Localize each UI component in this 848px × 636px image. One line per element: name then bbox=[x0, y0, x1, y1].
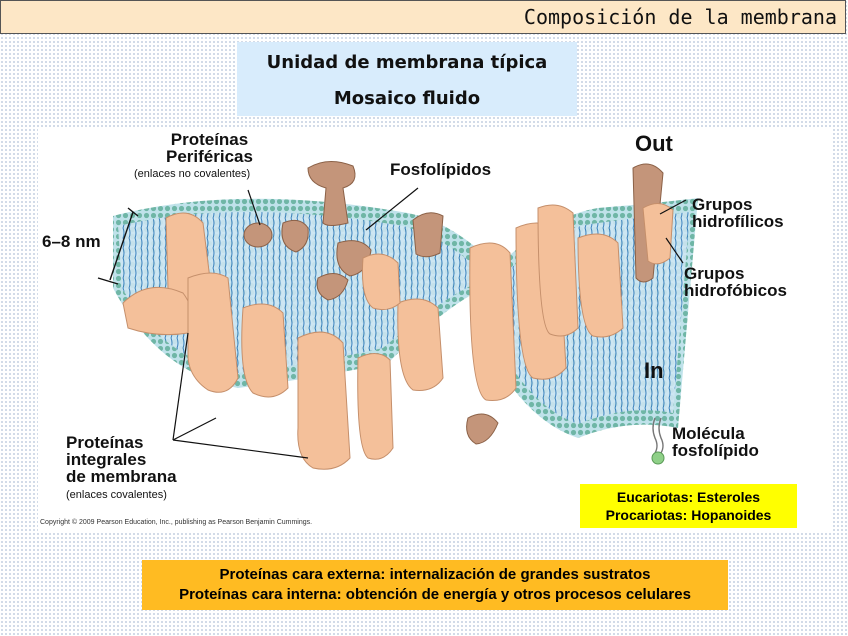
peripheral-protein-small bbox=[243, 222, 273, 248]
subtitle-line-2: Mosaico fluido bbox=[333, 88, 481, 109]
label-integral-note: (enlaces covalentes) bbox=[66, 489, 167, 501]
label-hydrophobic: Grupos hidrofóbicos bbox=[684, 264, 787, 300]
page-title: Composición de la membrana bbox=[523, 5, 837, 29]
label-thickness: 6–8 nm bbox=[42, 232, 101, 251]
sterols-line-2: Procariotas: Hopanoides bbox=[605, 507, 772, 523]
label-in: In bbox=[644, 358, 664, 383]
label-out: Out bbox=[635, 131, 673, 156]
label-hydrophilic: Grupos hidrofílicos bbox=[692, 195, 784, 231]
sterols-line-1: Eucariotas: Esteroles bbox=[616, 489, 761, 505]
label-peripheral-proteins: Proteínas Periféricas bbox=[166, 130, 253, 166]
footer-line-1: Proteínas cara externa: internalización … bbox=[219, 566, 651, 583]
integral-protein-3 bbox=[297, 331, 351, 470]
phospholipid-molecule-icon bbox=[651, 417, 665, 465]
membrane-illustration bbox=[97, 161, 698, 470]
label-phospholipids: Fosfolípidos bbox=[390, 160, 492, 179]
peripheral-protein-top bbox=[307, 161, 356, 226]
sterols-box: Eucariotas: Esteroles Procariotas: Hopan… bbox=[580, 484, 797, 528]
thickness-bracket bbox=[97, 207, 139, 285]
label-integral-proteins: Proteínas integrales de membrana bbox=[66, 433, 177, 486]
label-phospholipid-molecule: Molécula fosfolípido bbox=[672, 424, 759, 460]
integral-protein-2 bbox=[187, 272, 239, 393]
subtitle-line-1: Unidad de membrana típica bbox=[266, 52, 548, 73]
footer-box: Proteínas cara externa: internalización … bbox=[142, 560, 728, 610]
footer-line-2: Proteínas cara interna: obtención de ene… bbox=[179, 586, 691, 603]
copyright-text: Copyright © 2009 Pearson Education, Inc.… bbox=[40, 519, 313, 526]
integral-protein-4 bbox=[469, 242, 517, 401]
label-peripheral-note: (enlaces no covalentes) bbox=[134, 168, 251, 180]
leader-lines bbox=[172, 187, 687, 459]
subtitle-box: Unidad de membrana típica Mosaico fluido bbox=[237, 42, 577, 116]
membrane-diagram-panel: Proteínas Periféricas (enlaces no covale… bbox=[38, 128, 833, 532]
title-bar: Composición de la membrana bbox=[0, 0, 846, 34]
